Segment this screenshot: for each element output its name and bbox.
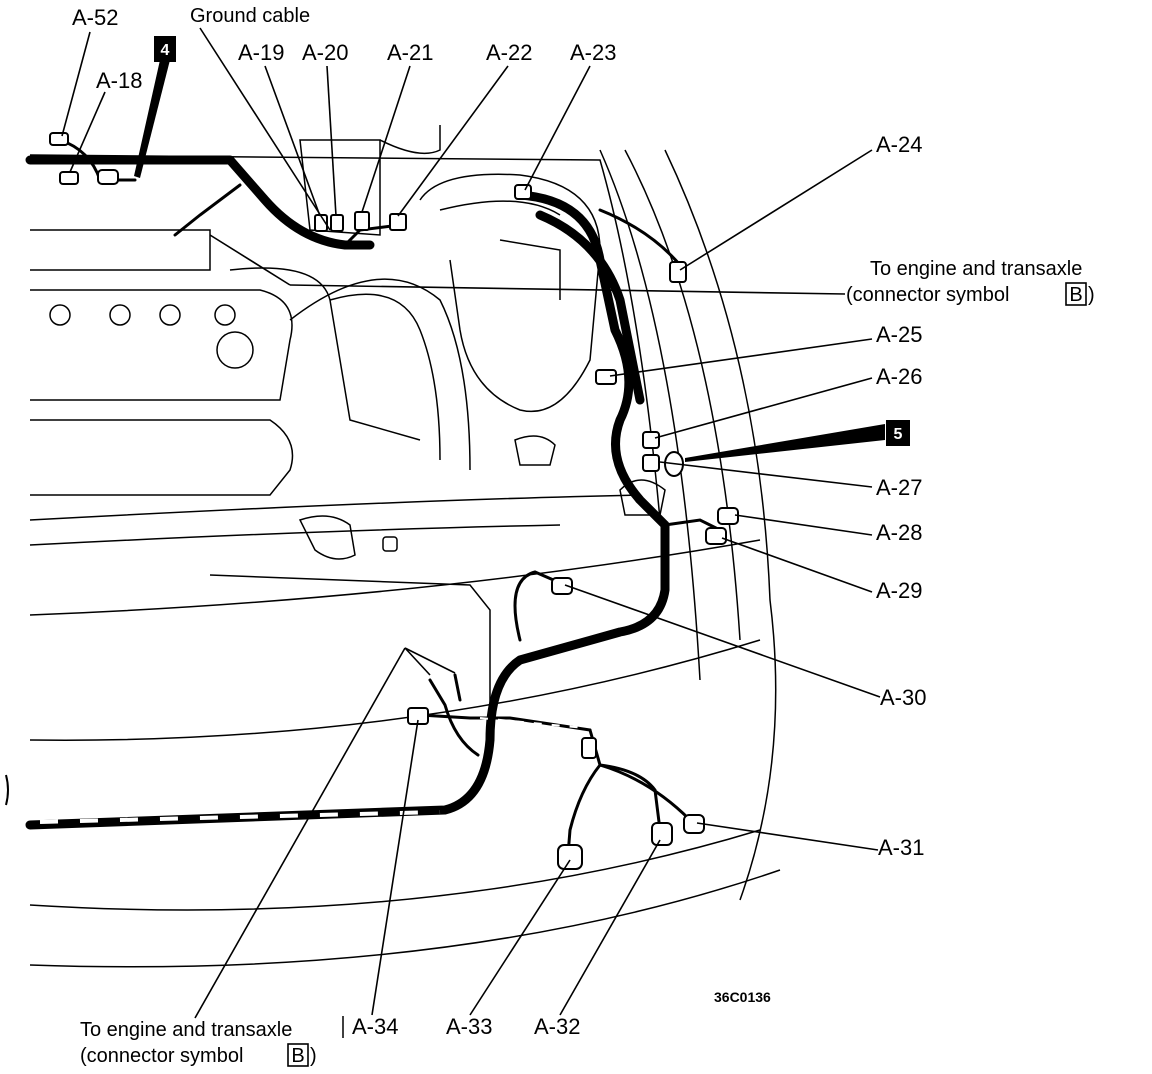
connector-symbol-left: B [291, 1045, 304, 1067]
close-paren-right: ) [1088, 284, 1095, 306]
badge-4-text: 4 [161, 42, 170, 59]
label-ground-cable: Ground cable [190, 5, 310, 27]
connector-a25 [595, 369, 617, 385]
connector-a18 [59, 171, 79, 185]
label-to-engine-left-2: (connector symbol [80, 1045, 243, 1067]
label-a19: A-19 [238, 40, 284, 65]
badge5-pointer [685, 424, 885, 462]
connector-a32 [651, 822, 673, 846]
label-to-engine-right-2: (connector symbol [846, 284, 1009, 306]
label-a52: A-52 [72, 5, 118, 30]
label-a34: A-34 [352, 1014, 398, 1039]
label-a26: A-26 [876, 364, 922, 389]
harness-tape-stripes [39, 810, 441, 824]
label-a28: A-28 [876, 520, 922, 545]
connector-a29 [705, 527, 727, 545]
connector-a28 [717, 507, 739, 525]
label-to-engine-left-1: To engine and transaxle [80, 1019, 292, 1041]
connector-a26 [642, 431, 660, 449]
connector-a52 [49, 132, 69, 146]
label-a33: A-33 [446, 1014, 492, 1039]
figure-code: 36C0136 [714, 989, 771, 1005]
connector-a23 [514, 184, 532, 200]
connector-a33 [557, 844, 583, 870]
label-a24: A-24 [876, 132, 922, 157]
label-a18: A-18 [96, 68, 142, 93]
connector-symbol-box-left [287, 1043, 309, 1067]
label-a20: A-20 [302, 40, 348, 65]
badge-4: 4 [154, 36, 176, 62]
connector-a30 [551, 577, 573, 595]
label-a25: A-25 [876, 322, 922, 347]
connector-a27 [642, 454, 660, 472]
leader-lines [61, 27, 881, 1019]
badge-5-text: 5 [894, 426, 903, 443]
connector-symbol-box-right [1065, 282, 1087, 306]
vehicle-body-outline [29, 125, 781, 968]
close-paren-left: ) [310, 1045, 317, 1067]
label-a32: A-32 [534, 1014, 580, 1039]
label-to-engine-right-1: To engine and transaxle [870, 258, 1082, 280]
connectors [49, 132, 739, 870]
connector-a22 [389, 213, 407, 231]
connector-a21 [354, 211, 370, 231]
connector-mid [581, 737, 597, 759]
badge4-pointer [134, 60, 170, 178]
connector-a24 [669, 261, 687, 283]
connector-badge4 [97, 169, 119, 185]
main-harness [25, 138, 722, 857]
edge-mark [5, 774, 9, 806]
label-a30: A-30 [880, 685, 926, 710]
label-a23: A-23 [570, 40, 616, 65]
label-a29: A-29 [876, 578, 922, 603]
connector-symbol-right: B [1069, 284, 1082, 306]
label-a21: A-21 [387, 40, 433, 65]
badge-5: 5 [886, 420, 910, 446]
connector-a20 [330, 214, 344, 232]
label-a31: A-31 [878, 835, 924, 860]
label-a27: A-27 [876, 475, 922, 500]
callout-labels: A-52 A-18 Ground cable A-19 A-20 A-21 A-… [72, 5, 1095, 1067]
label-a22: A-22 [486, 40, 532, 65]
